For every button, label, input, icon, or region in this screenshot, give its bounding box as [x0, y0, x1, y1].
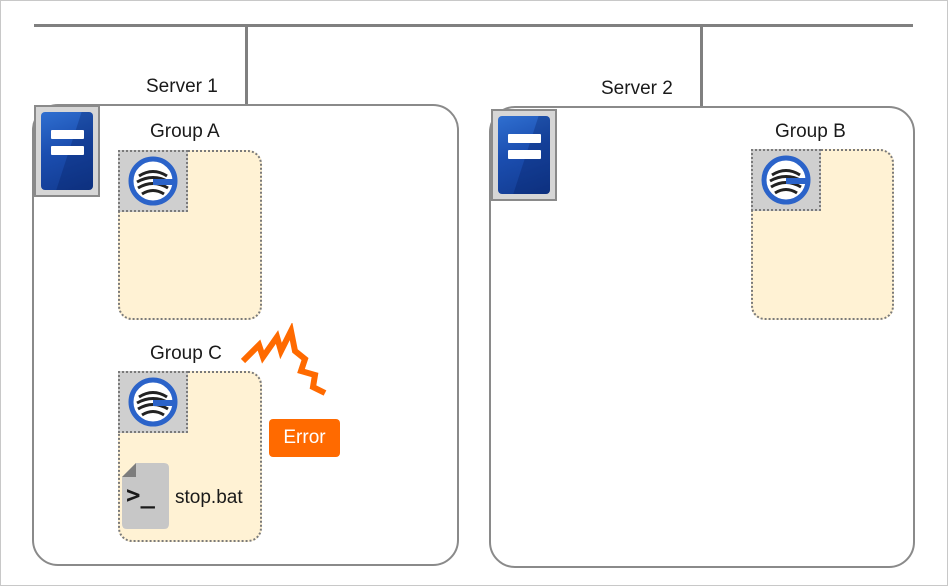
- server-2-label: Server 2: [601, 78, 673, 99]
- server-1-icon: [34, 105, 100, 197]
- script-file-icon: [122, 463, 170, 529]
- network-bus-line: [34, 24, 913, 27]
- group-a-label: Group A: [150, 121, 220, 142]
- group-a-resource-icon: [118, 150, 188, 212]
- server-1-label: Server 1: [146, 76, 218, 97]
- script-file-label: stop.bat: [175, 487, 243, 508]
- group-c-resource-icon: [118, 371, 188, 433]
- script-glyph: >_: [126, 481, 155, 509]
- server-2-icon: [491, 109, 557, 201]
- server-1-link-line: [245, 25, 248, 105]
- group-b-resource-icon: [751, 149, 821, 211]
- error-lightning-icon: [241, 323, 327, 396]
- error-badge: Error: [269, 419, 340, 457]
- server-2-link-line: [700, 25, 703, 107]
- group-b-label: Group B: [775, 121, 846, 142]
- group-c-label: Group C: [150, 343, 222, 364]
